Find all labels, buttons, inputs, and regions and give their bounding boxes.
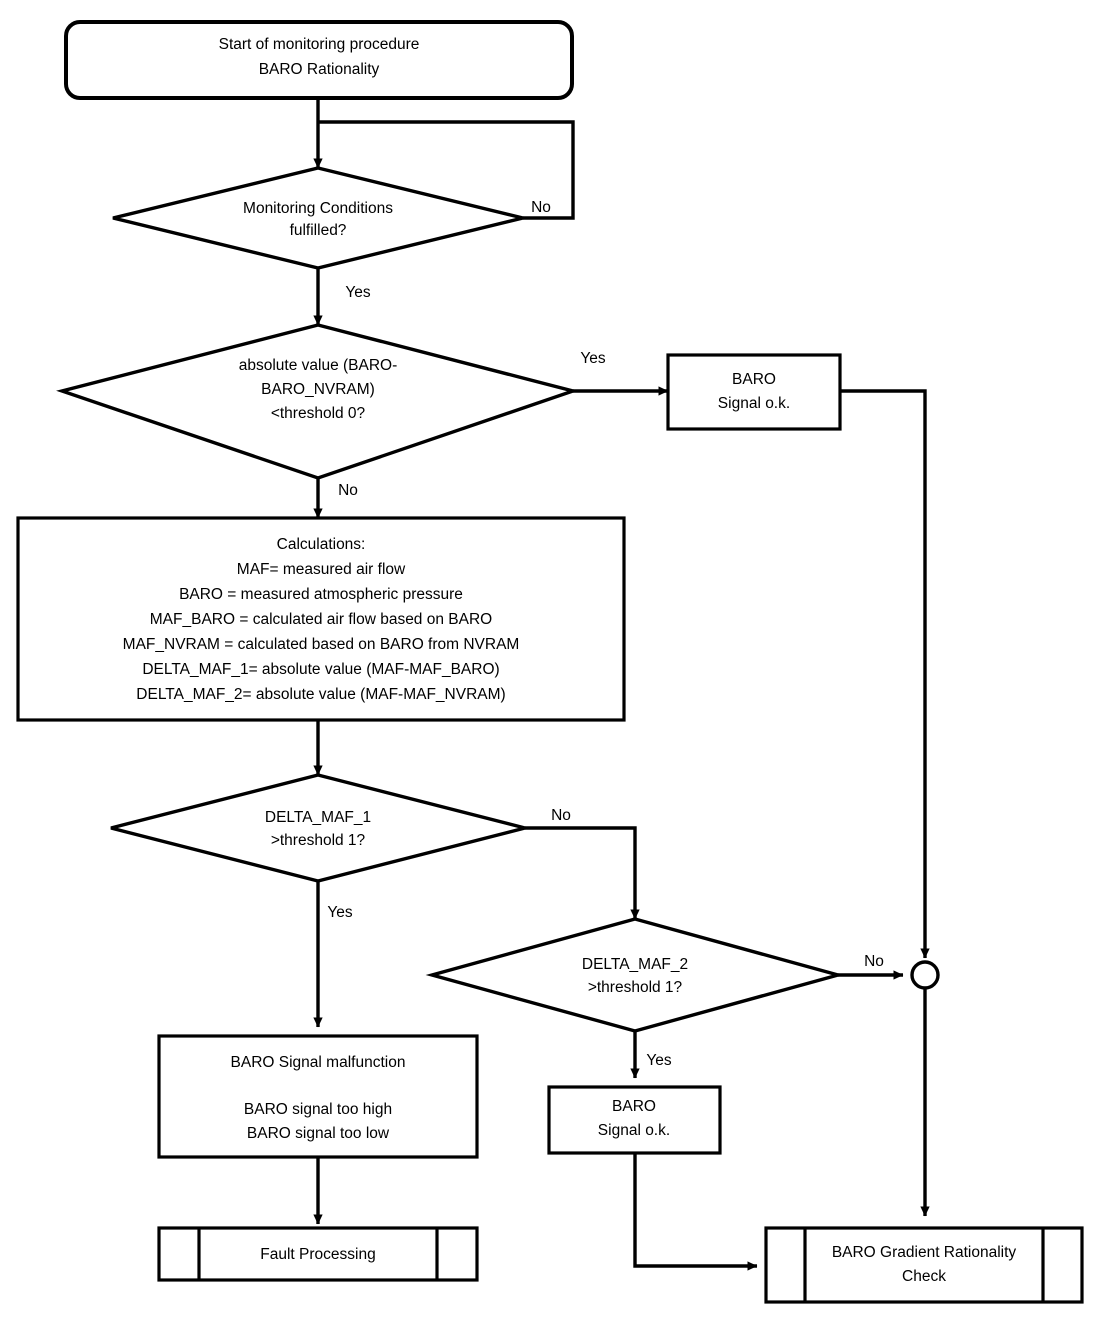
- baro-gradient-check-line1: BARO Gradient Rationality: [832, 1244, 1017, 1261]
- baro-signal-ok-bottom-line2: Signal o.k.: [598, 1122, 670, 1139]
- monitoring-conditions-diamond: [112, 166, 524, 270]
- baro-nvram-threshold-line3: <threshold 0?: [271, 405, 366, 422]
- baro-gradient-check-shape: [764, 1226, 1084, 1304]
- baro-signal-ok-top-line2: Signal o.k.: [718, 395, 790, 412]
- merge-junction-circle: [910, 960, 940, 990]
- edge-label-threshold0-no: No: [338, 482, 358, 499]
- node-baro-signal-ok-top[interactable]: BARO Signal o.k.: [666, 353, 842, 431]
- connector-baro-ok-bottom-to-gradient-check: [633, 1153, 758, 1271]
- connector-baro-ok-top-to-junction: [840, 389, 930, 959]
- delta-maf-2-line2: >threshold 1?: [588, 979, 683, 996]
- node-baro-gradient-check[interactable]: BARO Gradient Rationality Check: [764, 1226, 1084, 1304]
- baro-gradient-check-line2: Check: [902, 1268, 946, 1285]
- monitoring-conditions-line2: fulfilled?: [290, 222, 347, 239]
- baro-signal-ok-bottom-shape: [547, 1085, 722, 1155]
- node-baro-signal-ok-bottom[interactable]: BARO Signal o.k.: [547, 1085, 722, 1155]
- delta-maf-2-line1: DELTA_MAF_2: [582, 956, 688, 973]
- delta-maf-1-line2: >threshold 1?: [271, 832, 366, 849]
- delta-maf-1-line1: DELTA_MAF_1: [265, 809, 371, 826]
- start-line2: BARO Rationality: [259, 61, 380, 78]
- node-delta-maf-1[interactable]: DELTA_MAF_1 >threshold 1?: [110, 773, 526, 883]
- baro-nvram-threshold-line1: absolute value (BARO-: [239, 357, 398, 374]
- baro-signal-ok-top-line1: BARO: [732, 371, 776, 388]
- node-baro-nvram-threshold[interactable]: absolute value (BARO- BARO_NVRAM) <thres…: [56, 323, 579, 480]
- connector-monitoring-no-loop: [318, 120, 575, 220]
- edge-label-delta2-yes: Yes: [646, 1052, 672, 1069]
- node-calculations[interactable]: Calculations: MAF= measured air flow BAR…: [16, 516, 626, 722]
- baro-malfunction-line2: BARO signal too high: [244, 1101, 392, 1118]
- calculations-line4: MAF_BARO = calculated air flow based on …: [150, 611, 492, 628]
- node-monitoring-conditions[interactable]: Monitoring Conditions fulfilled?: [112, 166, 524, 270]
- node-fault-processing[interactable]: Fault Processing: [157, 1226, 479, 1282]
- node-delta-maf-2[interactable]: DELTA_MAF_2 >threshold 1?: [425, 917, 845, 1033]
- fault-processing-line1: Fault Processing: [260, 1246, 375, 1263]
- baro-signal-ok-top-shape: [666, 353, 842, 431]
- edge-label-monitoring-no: No: [531, 199, 551, 216]
- calculations-line7: DELTA_MAF_2= absolute value (MAF-MAF_NVR…: [136, 686, 505, 703]
- calculations-line5: MAF_NVRAM = calculated based on BARO fro…: [123, 636, 520, 653]
- monitoring-conditions-line1: Monitoring Conditions: [243, 200, 393, 217]
- edge-label-threshold0-yes: Yes: [580, 350, 606, 367]
- start-shape: [64, 20, 574, 100]
- edge-label-delta1-no: No: [551, 807, 571, 824]
- delta-maf-2-diamond: [425, 917, 845, 1033]
- calculations-line1: Calculations:: [277, 536, 366, 553]
- baro-malfunction-line1: BARO Signal malfunction: [231, 1054, 406, 1071]
- calculations-line6: DELTA_MAF_1= absolute value (MAF-MAF_BAR…: [142, 661, 499, 678]
- node-start[interactable]: Start of monitoring procedure BARO Ratio…: [64, 20, 574, 100]
- start-line1: Start of monitoring procedure: [219, 36, 420, 53]
- edge-label-monitoring-yes: Yes: [345, 284, 371, 301]
- calculations-line2: MAF= measured air flow: [237, 561, 406, 578]
- edge-label-delta1-yes: Yes: [327, 904, 353, 921]
- calculations-shape: [16, 516, 626, 722]
- baro-nvram-threshold-diamond: [56, 323, 579, 480]
- baro-signal-ok-bottom-line1: BARO: [612, 1098, 656, 1115]
- baro-malfunction-shape: [157, 1034, 479, 1159]
- node-merge-junction[interactable]: [910, 960, 940, 990]
- baro-malfunction-line3: BARO signal too low: [247, 1125, 390, 1142]
- calculations-line3: BARO = measured atmospheric pressure: [179, 586, 463, 603]
- edge-label-delta2-no: No: [864, 953, 884, 970]
- fault-processing-shape: [157, 1226, 479, 1282]
- connector-delta1-no: [525, 826, 640, 920]
- node-baro-malfunction[interactable]: BARO Signal malfunction BARO signal too …: [157, 1034, 479, 1159]
- baro-nvram-threshold-line2: BARO_NVRAM): [261, 381, 375, 398]
- delta-maf-1-diamond: [110, 773, 526, 883]
